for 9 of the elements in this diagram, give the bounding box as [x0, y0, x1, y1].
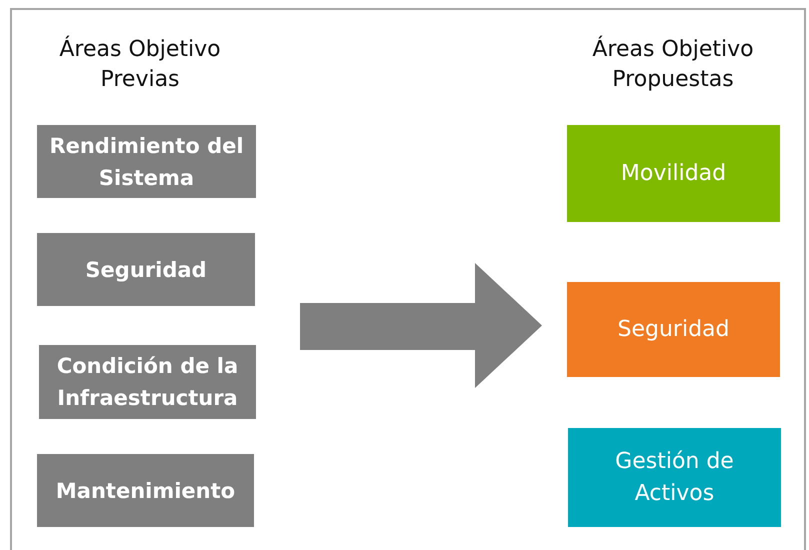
category-box: Seguridad: [567, 282, 780, 377]
category-box: Mantenimiento: [37, 454, 254, 527]
category-box: Seguridad: [37, 233, 255, 306]
category-box: Movilidad: [567, 125, 780, 222]
category-box: Gestión de Activos: [568, 428, 781, 527]
category-box: Condición de la Infraestructura: [39, 345, 256, 419]
column-heading: Áreas Objetivo Propuestas: [591, 35, 755, 94]
category-box: Rendimiento del Sistema: [37, 125, 256, 198]
column-heading: Áreas Objetivo Previas: [58, 35, 222, 94]
